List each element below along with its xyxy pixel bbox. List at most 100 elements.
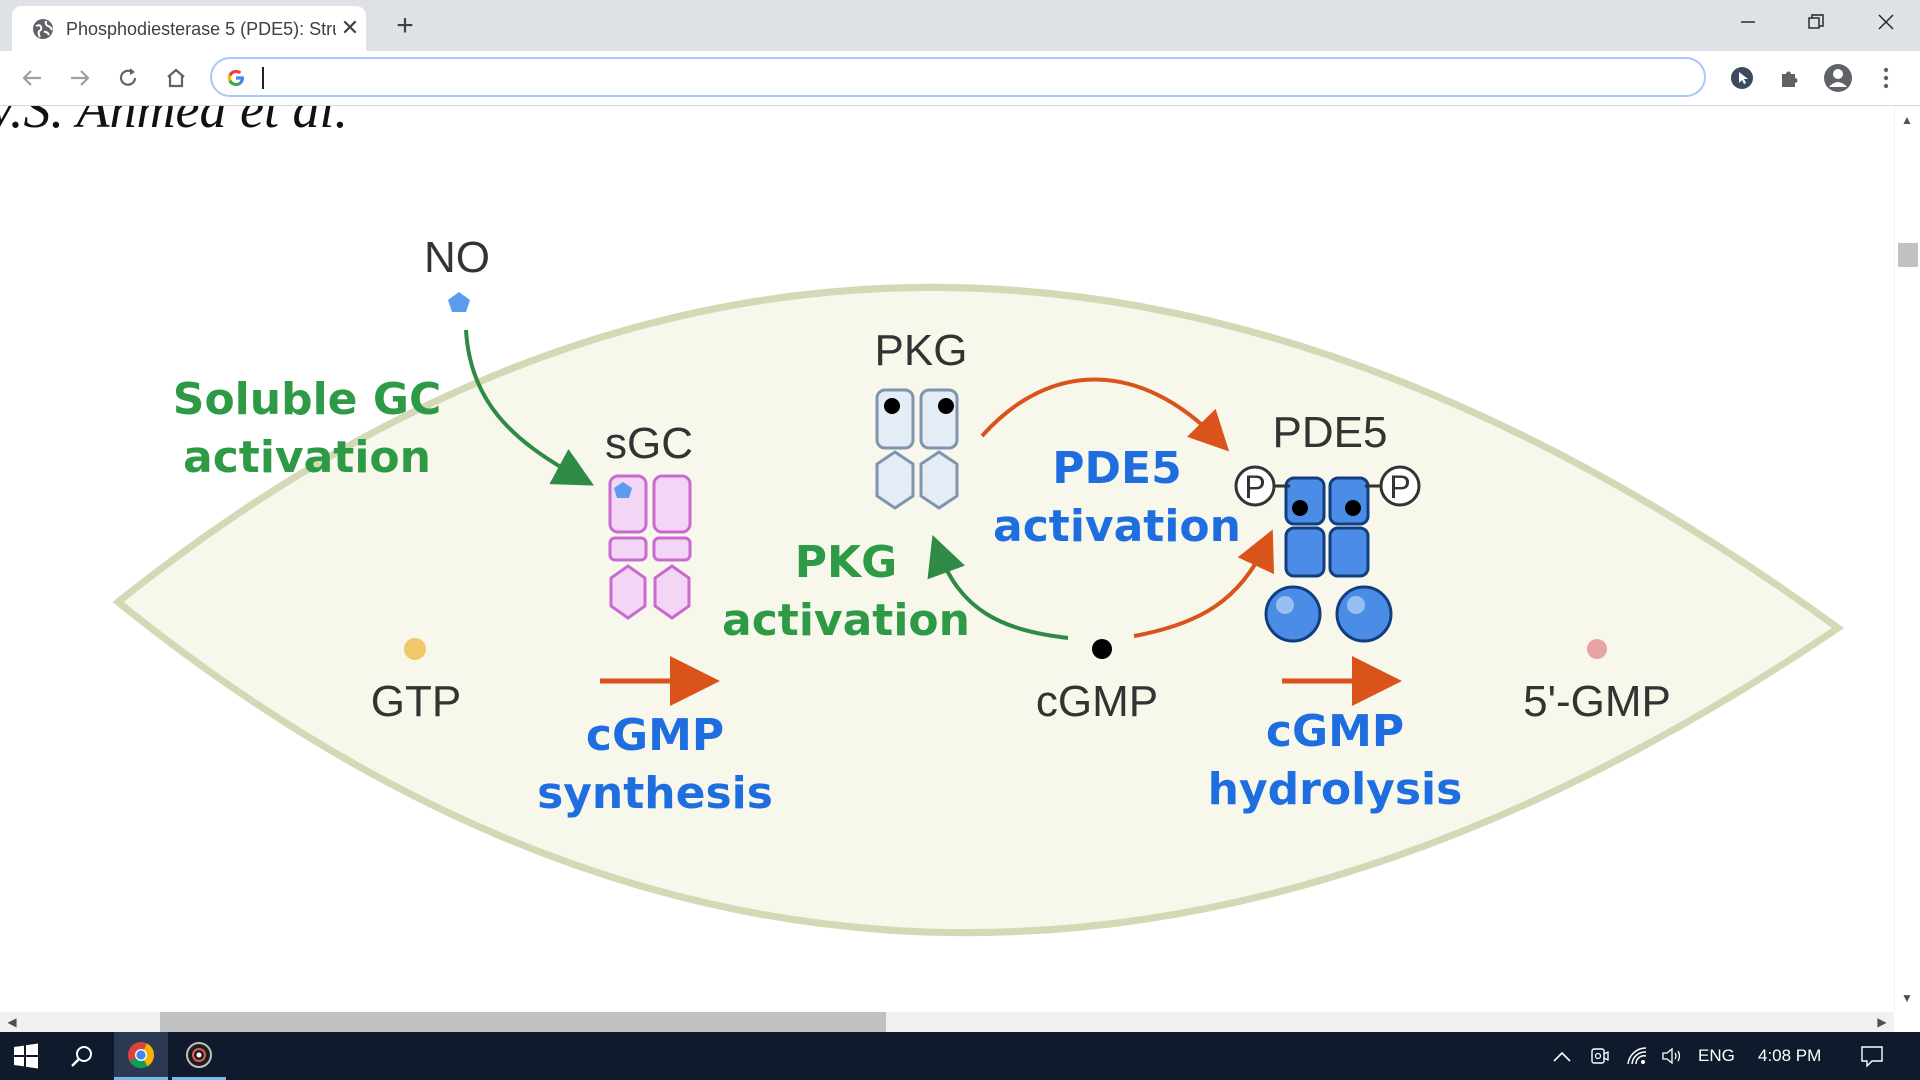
gtp-molecule-icon: [404, 638, 426, 660]
five-gmp-label: 5'-GMP: [1523, 677, 1671, 726]
scroll-up-arrow-icon[interactable]: ▲: [1901, 113, 1913, 127]
browser-toolbar: [0, 51, 1920, 106]
pkg-label: PKG: [875, 326, 968, 375]
start-button[interactable]: [0, 1032, 52, 1080]
extensions-button[interactable]: [1774, 62, 1806, 94]
cursor-extension-button[interactable]: [1726, 62, 1758, 94]
account-icon: [1824, 64, 1852, 92]
soluble-gc-label-line2: activation: [183, 432, 431, 483]
no-to-sgc-arrow: [464, 329, 595, 486]
tab-title: Phosphodiesterase 5 (PDE5): Stru: [66, 19, 336, 39]
new-tab-button[interactable]: +: [396, 9, 414, 42]
cgmp-label: cGMP: [1036, 677, 1158, 726]
soluble-gc-label-line1: Soluble GC: [173, 374, 441, 425]
phospho-right-label: P: [1389, 469, 1410, 505]
profile-button[interactable]: [1822, 62, 1854, 94]
pde5-label: PDE5: [1273, 408, 1388, 457]
more-vertical-icon: [1883, 67, 1889, 89]
pkg-bound-cgmp-right: [938, 398, 954, 414]
cgmp-molecule-icon: [1092, 639, 1112, 659]
windows-taskbar: ENG 4:08 PM: [0, 1032, 1920, 1080]
pde5-activation-label-line2: activation: [993, 501, 1241, 552]
cgmp-to-pde5-arrow: [1133, 529, 1275, 638]
globe-icon: [33, 19, 53, 39]
sgc-label: sGC: [605, 419, 693, 468]
video-camera-icon: [1591, 1048, 1609, 1064]
gtp-label: GTP: [371, 677, 461, 726]
page-content: V.S. Ahmed et al. NO Soluble GC activati…: [0, 106, 1894, 1012]
windows-logo-icon: [14, 1043, 38, 1069]
scroll-right-arrow-icon[interactable]: ▶: [1877, 1015, 1887, 1029]
speaker-icon: [1662, 1047, 1681, 1065]
chrome-taskbar-button[interactable]: [114, 1032, 168, 1080]
scroll-down-arrow-icon[interactable]: ▼: [1901, 991, 1913, 1005]
close-icon[interactable]: ✕: [340, 15, 360, 40]
address-bar[interactable]: [210, 57, 1706, 97]
search-button[interactable]: [58, 1032, 106, 1080]
back-arrow-icon: [22, 70, 41, 86]
pde5-bound-cgmp-left: [1292, 500, 1308, 516]
scroll-left-arrow-icon[interactable]: ◀: [7, 1015, 17, 1029]
pkg-bound-cgmp-left: [884, 398, 900, 414]
hydrolysis-label-line2: hydrolysis: [1208, 764, 1463, 815]
phospho-right-circle: [1379, 465, 1421, 507]
forward-arrow-icon: [71, 70, 90, 86]
sgc-bound-no-icon: [614, 482, 632, 498]
cursor-extension-icon: [1731, 67, 1753, 89]
google-g-icon: [227, 69, 244, 86]
pde5-bound-cgmp-right: [1345, 500, 1361, 516]
pde5-protein-icon: [1264, 476, 1393, 643]
synthesis-label-line1: cGMP: [586, 710, 724, 761]
hydrolysis-label-line1: cGMP: [1266, 706, 1404, 757]
pde5-pathway-figure: NO Soluble GC activation sGC GTP cGMP sy…: [112, 233, 1845, 937]
network-button[interactable]: [1622, 1032, 1652, 1080]
browser-tab[interactable]: Phosphodiesterase 5 (PDE5): Stru ✕: [12, 6, 366, 51]
clock[interactable]: 4:08 PM: [1758, 1046, 1822, 1065]
no-molecule-icon: [448, 292, 470, 312]
cgmp-to-pkg-arrow: [927, 534, 1069, 640]
close-icon: [1878, 14, 1894, 30]
reload-icon: [119, 68, 137, 86]
pkg-activation-label-line1: PKG: [795, 537, 897, 588]
text-caret: [262, 67, 264, 89]
show-hidden-icons-button[interactable]: [1548, 1032, 1576, 1080]
reload-button[interactable]: [112, 62, 144, 94]
pkg-activation-label-line2: activation: [722, 595, 970, 646]
restore-button[interactable]: [1782, 0, 1850, 44]
menu-button[interactable]: [1870, 62, 1902, 94]
action-center-button[interactable]: [1854, 1032, 1890, 1080]
five-gmp-molecule-icon: [1587, 639, 1607, 659]
home-icon: [167, 68, 185, 88]
minimize-button[interactable]: [1714, 0, 1782, 44]
media-app-taskbar-button[interactable]: [172, 1032, 226, 1080]
vertical-scrollbar[interactable]: [1894, 106, 1920, 1012]
pkg-to-pde5-arrow: [980, 377, 1230, 452]
home-button[interactable]: [160, 62, 192, 94]
vertical-scroll-thumb[interactable]: [1898, 243, 1918, 267]
tab-strip: Phosphodiesterase 5 (PDE5): Stru ✕ +: [0, 0, 1920, 51]
restore-icon: [1808, 14, 1824, 29]
media-app-icon: [186, 1041, 212, 1068]
no-label: NO: [424, 233, 490, 282]
chrome-icon: [128, 1041, 155, 1068]
horizontal-scroll-thumb[interactable]: [160, 1012, 886, 1032]
search-icon: [71, 1046, 92, 1067]
synthesis-label-line2: synthesis: [537, 768, 773, 819]
phospho-left-label: P: [1244, 469, 1265, 505]
sgc-protein-icon: [608, 474, 692, 620]
minimize-icon: [1741, 21, 1755, 23]
notification-icon: [1861, 1046, 1883, 1067]
forward-button[interactable]: [64, 62, 96, 94]
chevron-up-icon: [1553, 1051, 1571, 1062]
phospho-left-circle: [1234, 465, 1276, 507]
close-window-button[interactable]: [1852, 0, 1920, 44]
address-input[interactable]: [260, 64, 1684, 92]
wifi-icon: [1627, 1047, 1647, 1065]
meet-now-button[interactable]: [1586, 1032, 1614, 1080]
pde5-highlights: [1276, 596, 1365, 614]
volume-button[interactable]: [1658, 1032, 1688, 1080]
back-button[interactable]: [16, 62, 48, 94]
puzzle-icon: [1782, 71, 1798, 87]
pde5-activation-label-line1: PDE5: [1052, 443, 1181, 494]
language-indicator[interactable]: ENG: [1698, 1046, 1735, 1065]
